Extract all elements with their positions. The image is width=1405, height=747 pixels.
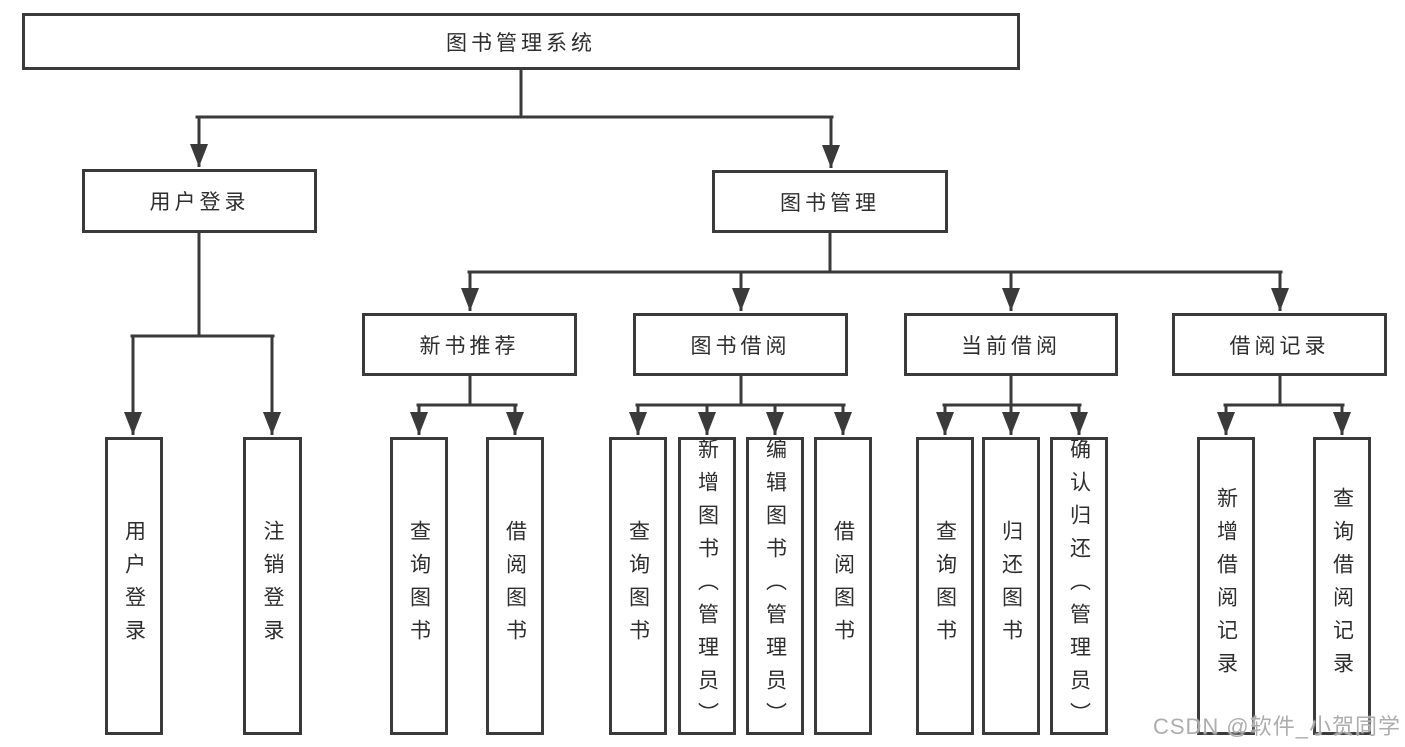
connector-new-book-recommend <box>410 376 524 435</box>
node-root: 图书管理系统 <box>22 13 1020 70</box>
leaf-query-books-recommend: 查询图书 <box>390 437 448 735</box>
leaf-borrow-books-recommend: 借阅图书 <box>486 437 544 735</box>
node-book-borrowing: 图书借阅 <box>633 313 848 376</box>
connector-book-management <box>461 232 1289 311</box>
leaf-borrow-books-borrowing: 借阅图书 <box>814 437 872 735</box>
leaf-return-book: 归还图书 <box>982 437 1040 735</box>
connector-current-borrowing <box>936 376 1088 435</box>
connector-user-login <box>124 232 281 435</box>
leaf-add-borrow-record: 新增借阅记录 <box>1197 437 1255 735</box>
node-user-login: 用户登录 <box>82 169 317 233</box>
connector-borrowing-records <box>1217 376 1351 435</box>
node-new-book-recommend: 新书推荐 <box>362 313 577 376</box>
node-book-management: 图书管理 <box>712 170 948 233</box>
leaf-confirm-return-admin: 确认归还（管理员） <box>1050 437 1108 735</box>
node-borrowing-records: 借阅记录 <box>1172 313 1387 376</box>
node-current-borrowing: 当前借阅 <box>904 313 1118 376</box>
leaf-query-books-current: 查询图书 <box>916 437 974 735</box>
leaf-edit-book-admin: 编辑图书（管理员） <box>746 437 804 735</box>
leaf-logout: 注销登录 <box>243 437 302 735</box>
connector-root <box>190 70 840 168</box>
leaf-query-books-borrowing: 查询图书 <box>609 437 667 735</box>
watermark-text: CSDN @软件_小贺同学 <box>1152 714 1401 739</box>
leaf-query-borrow-record: 查询借阅记录 <box>1313 437 1371 735</box>
connector-book-borrowing <box>629 376 852 435</box>
leaf-user-login: 用户登录 <box>105 437 163 735</box>
leaf-add-book-admin: 新增图书（管理员） <box>678 437 736 735</box>
